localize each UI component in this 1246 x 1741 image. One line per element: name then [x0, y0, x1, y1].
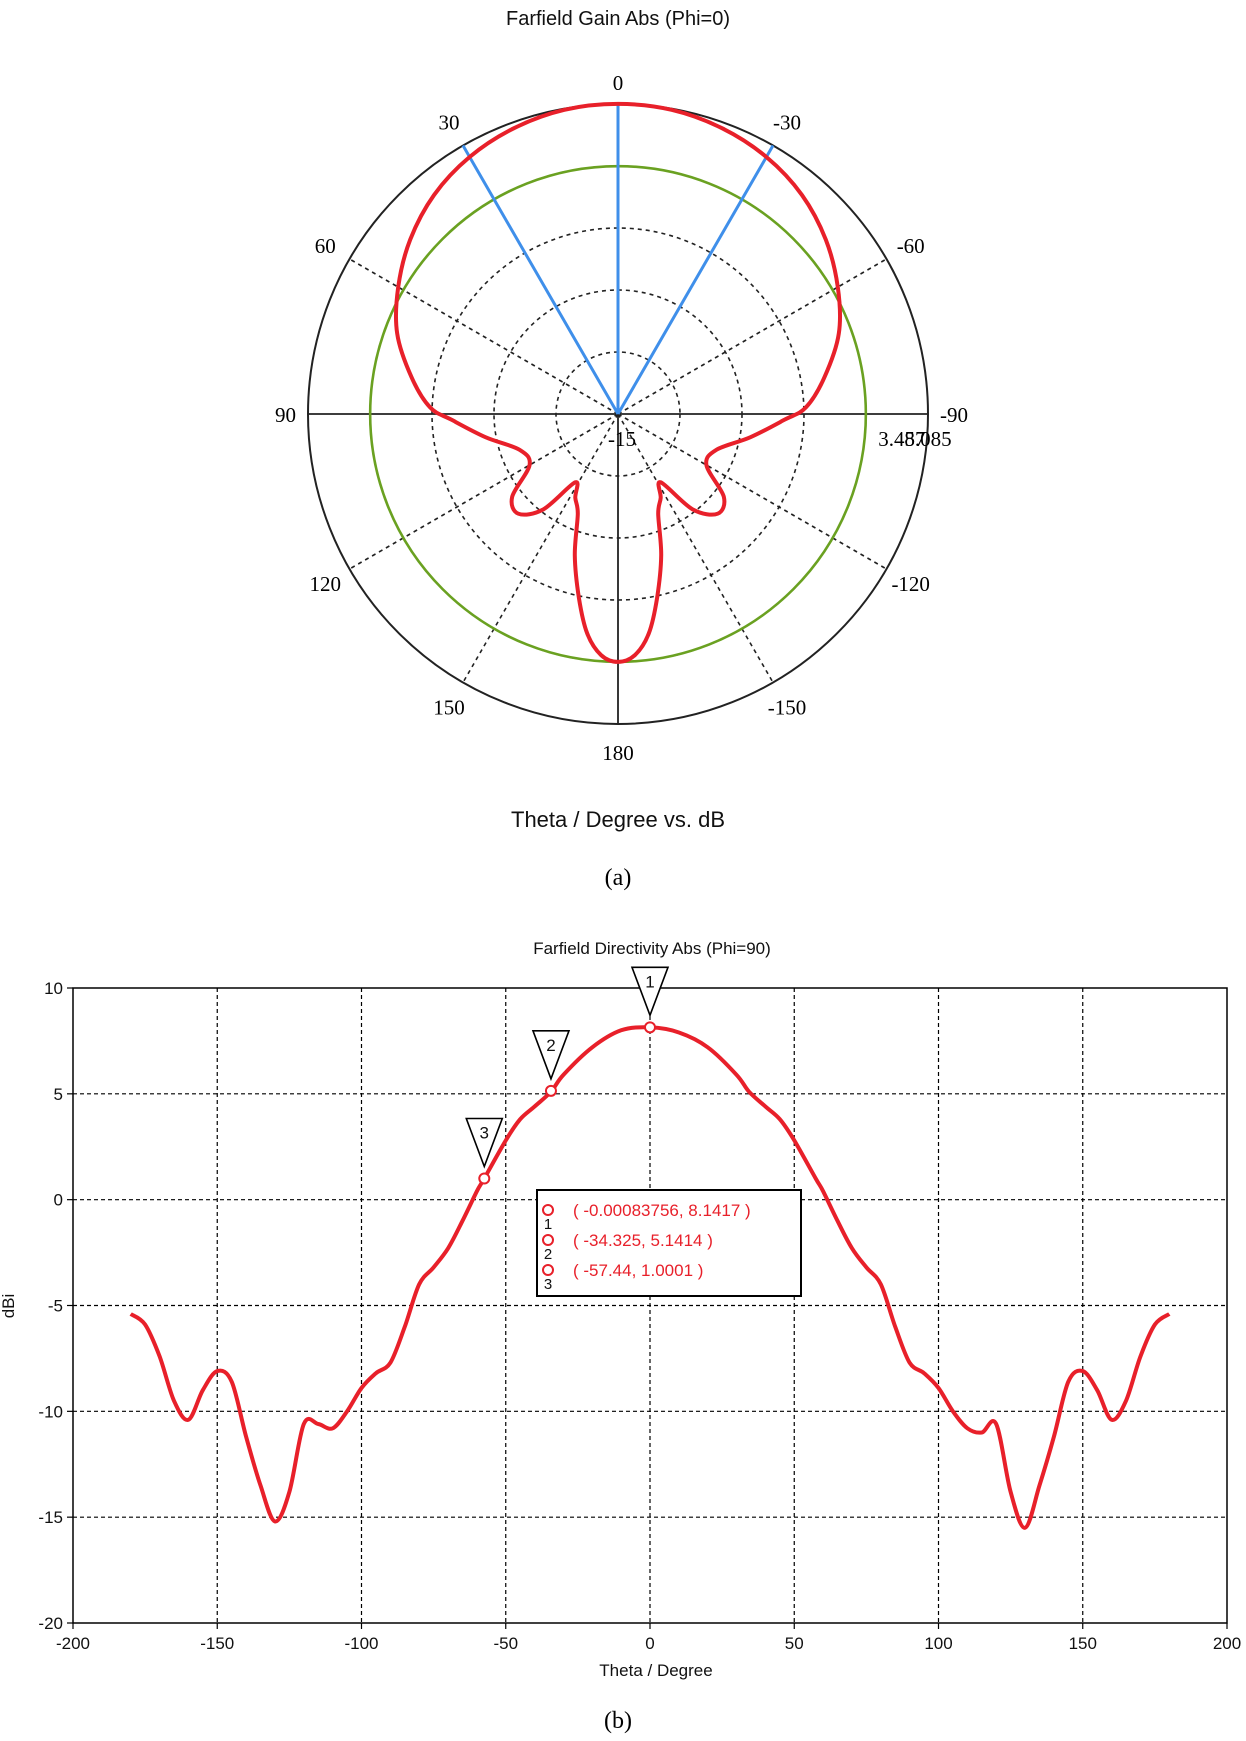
- y-tick-label: 0: [54, 1191, 63, 1210]
- gain-trace: [393, 101, 843, 664]
- polar-angle-label: -120: [891, 572, 930, 596]
- polar-angle-labels: 0 30 60 90 120 150 180 -150 -120 -90 -60 -30: [275, 71, 968, 765]
- marker-flag: [630, 966, 670, 1018]
- line-grid: [72, 987, 1228, 1624]
- readout-marker-id: 1: [544, 1216, 552, 1233]
- polar-angle-label: -150: [768, 696, 807, 720]
- polar-angle-label: 150: [433, 696, 465, 720]
- x-tick-label: -50: [493, 1634, 518, 1653]
- marker-flag-label: 1: [645, 972, 654, 991]
- readout-marker-icon: [542, 1264, 554, 1276]
- polar-angle-label: -90: [940, 403, 968, 427]
- polar-chart: Farfield Gain Abs (Phi=0) 0 30 60 90 120 150 1…: [275, 8, 968, 891]
- polar-angle-label: 90: [275, 403, 296, 427]
- y-tick-label: -10: [38, 1402, 63, 1421]
- marker-flag: [531, 1030, 571, 1082]
- readout-value: ( -0.00083756, 8.1417 ): [573, 1201, 751, 1220]
- polar-angle-label: 60: [315, 234, 336, 258]
- x-tick-label: -150: [200, 1634, 234, 1653]
- line-ylabel: dBi: [0, 1294, 18, 1319]
- polar-angle-label: -60: [897, 234, 925, 258]
- polar-spoke: [349, 258, 619, 415]
- polar-spoke: [617, 413, 774, 683]
- readout-marker-id: 3: [544, 1276, 552, 1293]
- marker-point[interactable]: [544, 1084, 557, 1097]
- line-chart-title: Farfield Directivity Abs (Phi=90): [533, 939, 771, 958]
- readout-marker-id: 2: [544, 1246, 552, 1263]
- marker-point[interactable]: [478, 1172, 491, 1185]
- polar-chart-title: Farfield Gain Abs (Phi=0): [506, 8, 730, 30]
- polar-angle-label: 180: [602, 741, 634, 765]
- polar-angle-label: 120: [310, 572, 342, 596]
- line-xlabel: Theta / Degree: [599, 1661, 712, 1680]
- x-tick-label: 100: [924, 1634, 952, 1653]
- polar-angle-label: 0: [613, 71, 624, 95]
- y-tick-label: 5: [54, 1085, 63, 1104]
- marker-point[interactable]: [643, 1021, 656, 1034]
- polar-radial-label: 3.457: [878, 427, 925, 451]
- x-tick-label: 200: [1213, 1634, 1241, 1653]
- readout-marker-icon: [542, 1204, 554, 1216]
- polar-angle-label: 30: [439, 110, 460, 134]
- readout-value: ( -34.325, 5.1414 ): [573, 1231, 713, 1250]
- y-tick-label: -5: [48, 1297, 63, 1316]
- line-chart: Farfield Directivity Abs (Phi=90) -200-1…: [0, 939, 1241, 1734]
- caption-a: (a): [605, 865, 632, 891]
- x-tick-label: 0: [645, 1634, 654, 1653]
- readout-box: [536, 1189, 802, 1297]
- polar-spoke: [617, 413, 887, 570]
- marker-readout-box: 1 ( -0.00083756, 8.1417 ) 2 ( -34.325, 5.14…: [536, 1189, 802, 1297]
- caption-b: (b): [604, 1708, 632, 1734]
- x-tick-label: -200: [56, 1634, 90, 1653]
- y-tick-label: -15: [38, 1508, 63, 1527]
- line-markers: 1 2 3: [465, 966, 670, 1185]
- beam-direction-line: [616, 144, 775, 415]
- x-tick-label: 50: [785, 1634, 804, 1653]
- polar-angle-label: -30: [773, 110, 801, 134]
- beam-direction-line: [461, 144, 620, 415]
- polar-spoke: [617, 258, 887, 415]
- polar-radial-label: -15: [608, 427, 636, 451]
- marker-flag-label: 3: [480, 1123, 489, 1142]
- x-tick-label: -100: [344, 1634, 378, 1653]
- y-tick-label: -20: [38, 1614, 63, 1633]
- polar-plot: [368, 101, 868, 664]
- marker-flag-label: 2: [546, 1036, 555, 1055]
- readout-value: ( -57.44, 1.0001 ): [573, 1261, 703, 1280]
- polar-radial-label: 8.085: [904, 427, 951, 451]
- readout-marker-icon: [542, 1234, 554, 1246]
- y-tick-label: 10: [44, 979, 63, 998]
- polar-spoke: [462, 413, 619, 683]
- polar-spoke: [349, 413, 619, 570]
- polar-axis-label: Theta / Degree vs. dB: [511, 807, 725, 832]
- marker-flag: [465, 1117, 504, 1169]
- x-tick-label: 150: [1069, 1634, 1097, 1653]
